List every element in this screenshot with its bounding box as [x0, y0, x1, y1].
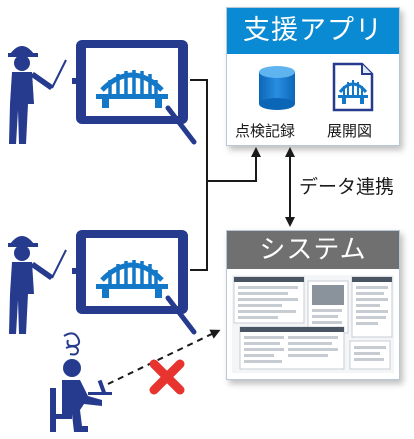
support-app-title: 支援アプリ	[227, 8, 399, 54]
blocked-access-arrow	[107, 329, 221, 385]
support-app-panel: 支援アプリ 点検記録 展開図	[226, 7, 400, 146]
inspector-worker-icon	[8, 46, 67, 144]
cross-icon	[149, 359, 185, 395]
tablet-icon	[72, 40, 197, 145]
tablet-icon	[72, 230, 197, 335]
data-link-label: データ連携	[299, 176, 395, 198]
upload-connector-bottom	[190, 181, 208, 271]
system-screenshot-thumbnail	[232, 275, 394, 373]
database-icon	[259, 66, 295, 110]
confused-desk-worker-icon	[50, 332, 112, 432]
inspector-worker-icon	[8, 236, 67, 334]
inspection-record-label: 点検記録	[235, 122, 296, 140]
system-panel: システム	[226, 230, 400, 380]
system-title: システム	[227, 231, 399, 269]
bridge-document-icon	[332, 62, 374, 112]
development-drawing-label: 展開図	[327, 122, 373, 140]
